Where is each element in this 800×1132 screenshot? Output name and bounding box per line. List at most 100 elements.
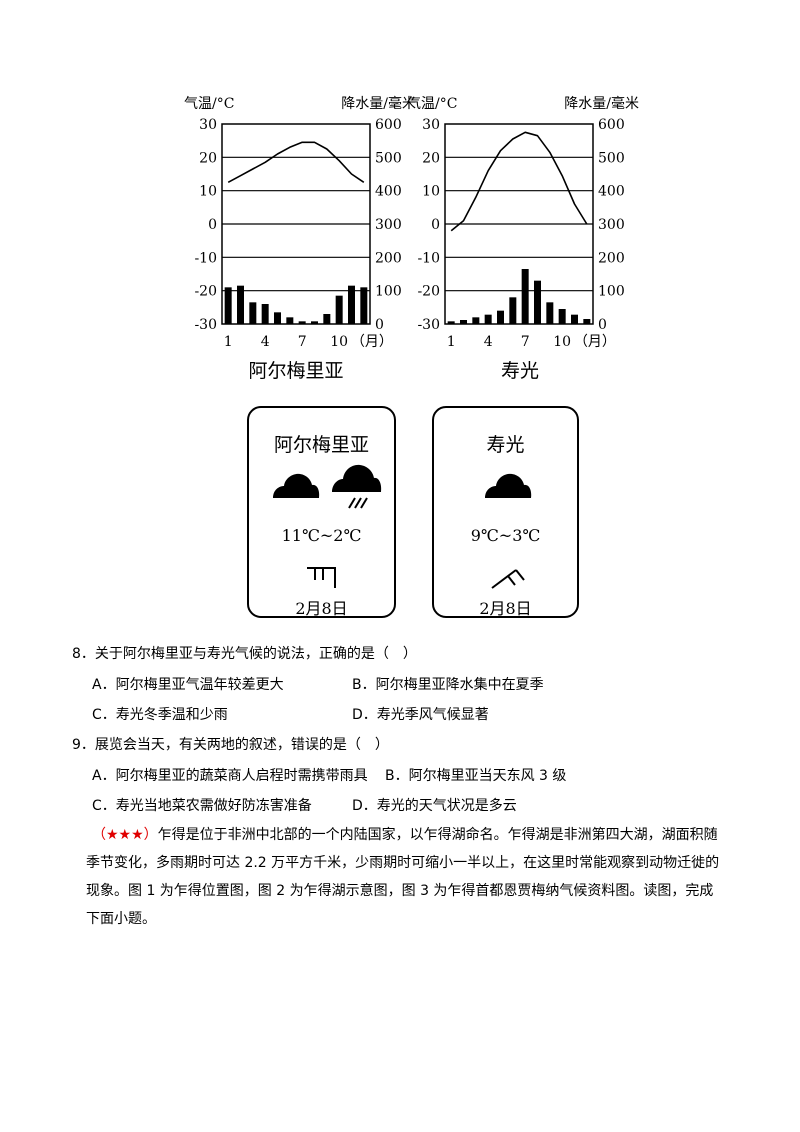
- precipitation-bar: [237, 285, 244, 324]
- weather-card-almeria: 阿尔梅里亚 11℃~2℃ 2月8日: [247, 406, 396, 618]
- precipitation-bar: [509, 297, 517, 324]
- y-tick-label-right: 300: [375, 217, 402, 233]
- temperature-line: [227, 141, 365, 184]
- y-tick-label-left: 30: [199, 117, 217, 133]
- precipitation-bar: [447, 321, 455, 324]
- x-tick-label: 1: [224, 334, 233, 350]
- y-tick-label-left: -30: [194, 317, 217, 333]
- x-tick-label: 4: [484, 334, 493, 350]
- x-tick-label: 7: [298, 334, 307, 350]
- y-tick-label-left: -20: [417, 284, 440, 300]
- y-tick-label-left: -10: [194, 250, 217, 266]
- precipitation-bar: [472, 317, 480, 324]
- y-tick-label-right: 500: [598, 150, 625, 166]
- y-tick-label-left: 0: [208, 217, 217, 233]
- y-tick-label-right: 0: [598, 317, 607, 333]
- plot-frame: [444, 123, 594, 325]
- precipitation-bar: [546, 302, 554, 324]
- y-tick-label-left: 0: [431, 217, 440, 233]
- y-tick-label-right: 600: [598, 117, 625, 133]
- precipitation-bar: [274, 312, 281, 324]
- plot-frame: [221, 123, 371, 325]
- wind-east-level-3-icon: [307, 567, 336, 588]
- y-tick-label-left: 10: [199, 184, 217, 200]
- precipitation-bar: [497, 310, 504, 324]
- weather-card-shouguang: 寿光 9℃~3℃ 2月8日: [432, 406, 579, 618]
- precipitation-bar: [286, 317, 294, 324]
- precipitation-bar: [224, 287, 232, 324]
- y-tick-label-left: -20: [194, 284, 217, 300]
- x-tick-label: 10: [553, 334, 571, 350]
- x-tick-label: 10: [330, 334, 348, 350]
- y-tick-label-left: 20: [422, 150, 440, 166]
- precipitation-bar: [571, 314, 578, 324]
- question-8-option-c: C．寿光冬季温和少雨: [92, 707, 228, 723]
- x-tick-label: 1: [447, 334, 456, 350]
- y-tick-label-right: 200: [375, 250, 402, 266]
- passage: （★★★）乍得是位于非洲中北部的一个内陆国家，以乍得湖命名。乍得湖是非洲第四大湖…: [86, 821, 722, 933]
- question-9-option-c: C．寿光当地菜农需做好防冻害准备: [92, 798, 312, 814]
- y-tick-label-left: 20: [199, 150, 217, 166]
- x-tick-label: 4: [261, 334, 270, 350]
- question-9-option-b: B．阿尔梅里亚当天东风 3 级: [385, 768, 567, 784]
- y-tick-label-left: -30: [417, 317, 440, 333]
- weather-card-temperature: 9℃~3℃: [470, 526, 541, 545]
- precipitation-bar: [534, 280, 541, 324]
- precipitation-bar: [484, 314, 492, 324]
- precipitation-bar: [521, 269, 529, 324]
- y-axis-title-left: 气温/°C: [407, 96, 457, 112]
- y-tick-label-right: 200: [598, 250, 625, 266]
- question-9-option-a: A．阿尔梅里亚的蔬菜商人启程时需携带雨具: [92, 768, 368, 784]
- weather-card-date: 2月8日: [295, 599, 348, 618]
- precipitation-bar: [335, 295, 343, 324]
- y-tick-label-right: 400: [375, 184, 402, 200]
- weather-card-date: 2月8日: [479, 599, 532, 618]
- question-8-option-a: A．阿尔梅里亚气温年较差更大: [92, 677, 284, 693]
- difficulty-stars: （★★★）: [92, 827, 158, 843]
- precipitation-bar: [298, 321, 306, 324]
- chart-title: 寿光: [500, 360, 539, 382]
- y-tick-label-right: 400: [598, 184, 625, 200]
- weather-card-temperature: 11℃~2℃: [281, 526, 362, 545]
- y-tick-label-left: -10: [417, 250, 440, 266]
- passage-text: 乍得是位于非洲中北部的一个内陆国家，以乍得湖命名。乍得湖是非洲第四大湖，湖面积随…: [86, 827, 720, 927]
- y-tick-label-right: 100: [375, 284, 402, 300]
- precipitation-bar: [323, 314, 331, 324]
- x-axis-unit-label: （月）: [351, 334, 393, 350]
- cloud-icon: [485, 473, 532, 498]
- question-9-option-d: D．寿光的天气状况是多云: [352, 798, 517, 814]
- weather-card-city: 寿光: [486, 434, 525, 456]
- question-9-stem: 9．展览会当天，有关两地的叙述，错误的是（ ）: [72, 737, 389, 753]
- y-tick-label-right: 300: [598, 217, 625, 233]
- y-tick-label-left: 30: [422, 117, 440, 133]
- rain-cloud-icon: [332, 464, 382, 509]
- y-axis-title-right: 降水量/毫米: [564, 95, 639, 112]
- weather-card-city: 阿尔梅里亚: [273, 434, 369, 456]
- wind-northeast-level-2-icon: [491, 569, 525, 589]
- y-axis-title-right: 降水量/毫米: [341, 95, 416, 112]
- y-tick-label-right: 500: [375, 150, 402, 166]
- y-tick-label-right: 100: [598, 284, 625, 300]
- y-tick-label-left: 10: [422, 184, 440, 200]
- y-tick-label-right: 600: [375, 117, 402, 133]
- precipitation-bar: [348, 285, 355, 324]
- precipitation-bar: [558, 309, 566, 324]
- precipitation-bar: [261, 304, 269, 324]
- precipitation-bar: [249, 302, 257, 324]
- precipitation-bar: [583, 319, 591, 324]
- precipitation-bar: [360, 287, 368, 324]
- x-axis-unit-label: （月）: [574, 334, 616, 350]
- question-8-option-b: B．阿尔梅里亚降水集中在夏季: [352, 677, 544, 693]
- chart-title: 阿尔梅里亚: [248, 360, 344, 382]
- precipitation-bar: [460, 320, 467, 324]
- x-tick-label: 7: [521, 334, 530, 350]
- cloud-icon: [273, 473, 320, 498]
- temperature-line: [450, 131, 588, 232]
- y-axis-title-left: 气温/°C: [184, 96, 234, 112]
- precipitation-bar: [311, 321, 318, 324]
- question-8-stem: 8．关于阿尔梅里亚与寿光气候的说法，正确的是（ ）: [72, 646, 417, 662]
